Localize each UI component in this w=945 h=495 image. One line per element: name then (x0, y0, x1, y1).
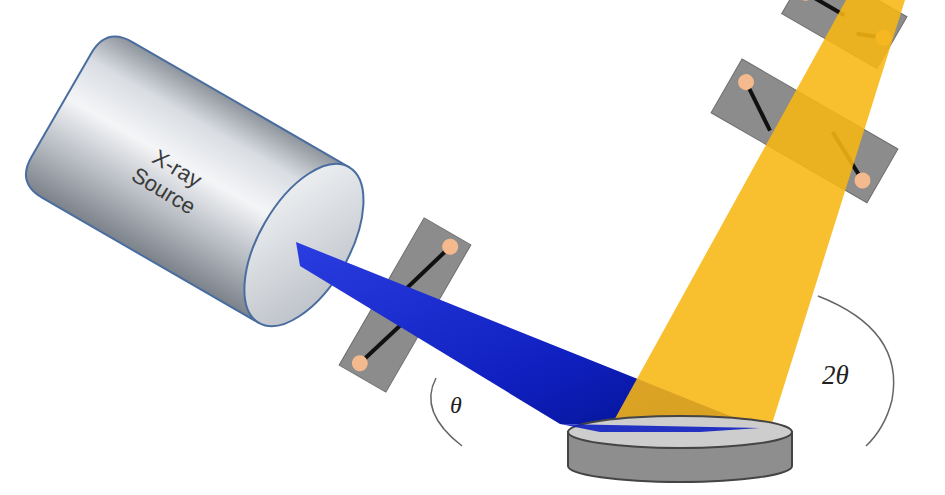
source-cylinder (16, 27, 387, 345)
source-node: X-ray Source (95, 120, 245, 240)
beam-spot (560, 424, 760, 432)
angle-label: θ (450, 392, 462, 419)
theta-arc (431, 378, 462, 446)
two-theta-arc (818, 296, 894, 446)
source-label: X-ray Source (115, 133, 224, 228)
angle-label: 2θ (822, 360, 849, 391)
diffracted-beam (612, 0, 905, 424)
